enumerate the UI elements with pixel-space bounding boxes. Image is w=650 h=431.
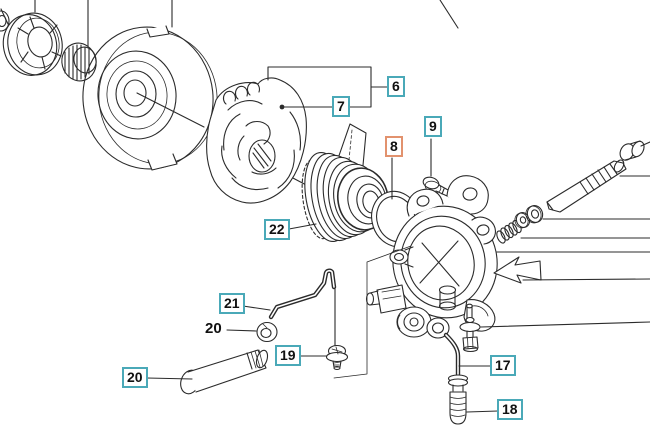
oil-filter-part <box>449 391 467 425</box>
retainer-clip-part <box>0 10 10 32</box>
adjuster-valve-part <box>459 303 481 353</box>
screw-9-part <box>422 176 460 201</box>
clutch-drum-part <box>82 25 218 171</box>
washer-parts <box>514 205 544 229</box>
callout-9[interactable]: 9 <box>424 116 442 137</box>
drive-shaft-part <box>546 159 627 213</box>
callout-20[interactable]: 20 <box>122 367 148 388</box>
callout-18[interactable]: 18 <box>497 399 523 420</box>
screw-19-part <box>325 344 349 371</box>
end-cap-part <box>619 140 645 161</box>
callout-19[interactable]: 19 <box>275 345 301 366</box>
pickup-hose-part <box>426 317 469 392</box>
callout-17[interactable]: 17 <box>490 355 516 376</box>
callout-leader-lines <box>146 138 499 413</box>
callout-6-7-bracket <box>267 66 388 110</box>
right-leader-lines <box>480 141 650 328</box>
panel-outline <box>333 245 412 379</box>
top-leader-lines <box>0 0 459 47</box>
sprocket-part <box>2 12 63 76</box>
oil-pipe-part <box>268 268 337 320</box>
oil-pump-body-part <box>365 175 498 338</box>
needle-bearing-part <box>61 42 97 82</box>
grommet-part <box>256 321 278 343</box>
callout-8[interactable]: 8 <box>385 136 403 157</box>
direction-arrow-icon <box>493 256 542 284</box>
callout-7[interactable]: 7 <box>332 96 350 117</box>
callout-22[interactable]: 22 <box>264 219 290 240</box>
callout-6[interactable]: 6 <box>387 76 405 97</box>
callout-21[interactable]: 21 <box>219 293 245 314</box>
hose-tube-part <box>180 349 269 395</box>
callout-20-plain[interactable]: 20 <box>205 320 222 337</box>
clutch-assembly-part <box>206 77 307 204</box>
